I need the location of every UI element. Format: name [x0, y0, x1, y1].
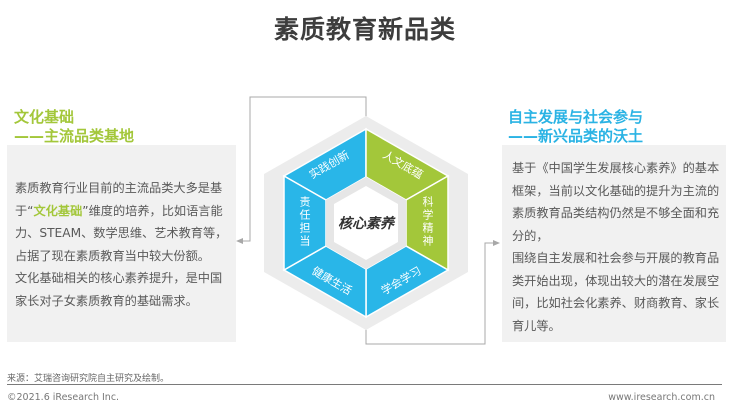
website-link[interactable]: www.iresearch.com.cn — [608, 392, 715, 403]
arrow-left-icon — [236, 238, 243, 244]
right-heading-line1: 自主发展与社会参与 — [508, 108, 644, 126]
inner-hex-center — [334, 186, 398, 260]
left-text-panel: 素质教育行业目前的主流品类大多是基于“文化基础”维度的培养，比如语言能力、STE… — [7, 145, 236, 342]
right-heading-line2: ——新兴品类的沃土 — [508, 127, 644, 145]
segment-humanities — [365, 127, 450, 201]
highlight-culture-basis: 文化基础 — [33, 203, 83, 218]
label-humanities: 人文底蕴 — [380, 147, 425, 181]
label-healthy-living: 健康生活 — [309, 263, 354, 297]
label-responsibility: 责任担当 — [298, 196, 311, 248]
right-heading: 自主发展与社会参与 ——新兴品类的沃土 — [508, 108, 643, 146]
right-paragraph-2: 围绕自主发展和社会参与开展的教育品类开始出现，体现出较大的潜在发展空间，比如社会… — [512, 251, 720, 333]
right-paragraph-1: 基于《中国学生发展核心素养》的基本框架，当前以文化基础的提升为主流的素质教育品类… — [512, 161, 720, 243]
left-heading-line1: 文化基础 — [14, 108, 75, 126]
segment-practice-innovation — [282, 127, 367, 201]
label-learning-to-learn: 学会学习 — [378, 263, 423, 297]
source-note: 来源：艾瑞咨询研究院自主研究及绘制。 — [7, 374, 170, 384]
right-text-panel: 基于《中国学生发展核心素养》的基本框架，当前以文化基础的提升为主流的素质教育品类… — [502, 145, 726, 342]
label-practice-innovation: 实践创新 — [306, 147, 351, 181]
left-heading: 文化基础 ——主流品类基地 — [14, 108, 134, 146]
copyright: ©2021.6 iResearch Inc. — [7, 392, 120, 403]
left-paragraph-2: 文化基础相关的核心素养提升，是中国家长对子女素质教育的基础需求。 — [15, 271, 223, 308]
connector-right — [365, 242, 494, 345]
arrow-right-icon — [493, 240, 500, 246]
left-text-pre: 素质教育行业目前的主流品类大多是基于“ — [15, 181, 223, 218]
segment-healthy-living — [282, 245, 367, 319]
page-title: 素质教育新品类 — [273, 15, 456, 44]
left-text-post: ”维度的培养，比如语言能力、STEAM、数学思维、艺术教育等，占据了现在素质教育… — [15, 203, 228, 263]
outer-hex-halo — [264, 116, 468, 330]
left-heading-line2: ——主流品类基地 — [14, 127, 135, 145]
label-scientific-spirit: 科学精神 — [421, 196, 434, 248]
inner-hex-ring — [326, 177, 406, 269]
left-paragraph-1: 素质教育行业目前的主流品类大多是基于“文化基础”维度的培养，比如语言能力、STE… — [15, 177, 230, 267]
footer-divider — [7, 384, 722, 385]
center-label: 核心素养 — [338, 215, 396, 232]
segment-learning-to-learn — [365, 245, 450, 319]
